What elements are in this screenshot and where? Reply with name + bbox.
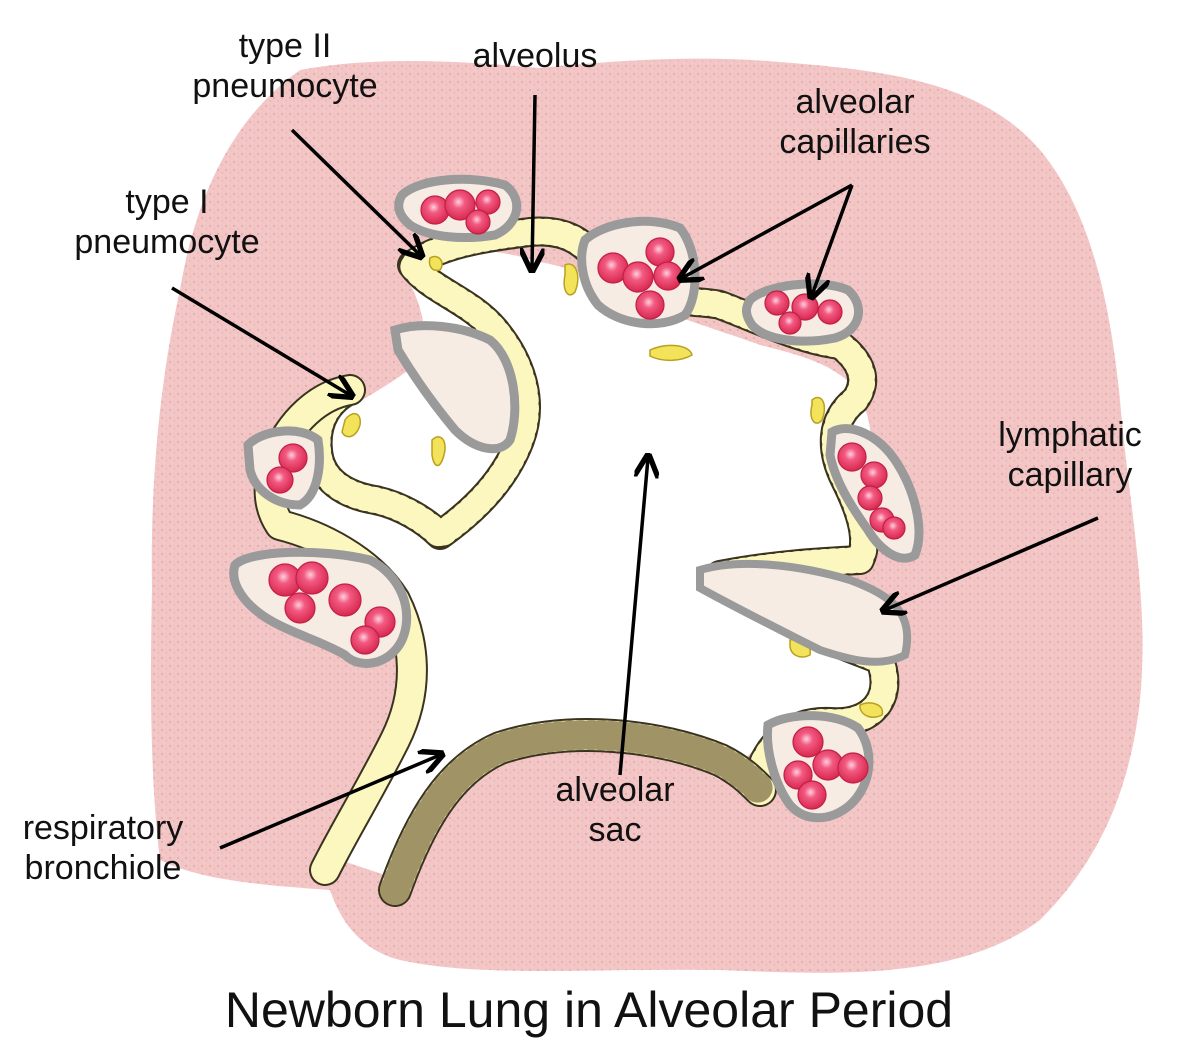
label-type-ii-line1: type II [238, 27, 332, 65]
arrow-alveolar-sac [618, 458, 648, 776]
arrow-type-ii [290, 128, 420, 255]
arrow-bronchiole [219, 755, 440, 850]
red-blood-cells [266, 189, 906, 810]
arrow-alveolus [532, 94, 535, 268]
label-lymphatic-line2: capillary [1007, 456, 1133, 494]
label-alveolar-sac-line2: sac [588, 811, 642, 849]
label-alveolus: alveolus [472, 37, 598, 75]
arrow-alveolar-capillaries-2 [812, 184, 854, 295]
lymphatic-capillary-vessel [696, 559, 912, 666]
label-alveolar-capillaries: alveolar capillaries [745, 82, 965, 162]
label-type-i-line1: type I [125, 183, 209, 221]
label-respiratory-bronchiole: respiratory bronchiole [0, 808, 206, 888]
alveolar-sac-lumen [270, 249, 881, 880]
diagram-title: Newborn Lung in Alveolar Period [224, 982, 954, 1038]
arrow-type-i [171, 286, 350, 395]
label-alveolar-capillaries-line1: alveolar [795, 83, 915, 121]
arrow-lymphatic [885, 516, 1099, 610]
label-alveolar-sac-line1: alveolar [555, 771, 675, 809]
label-alveolar-sac: alveolar sac [520, 770, 710, 850]
label-type-ii-line2: pneumocyte [192, 67, 378, 105]
label-lymphatic-capillary: lymphatic capillary [965, 415, 1175, 495]
label-type-i-line2: pneumocyte [74, 223, 260, 261]
pointer-arrows [171, 94, 1099, 850]
empty-capillaries [389, 321, 912, 666]
arrow-alveolar-capillaries-1 [682, 183, 853, 278]
label-respiratory-line1: respiratory [22, 809, 184, 847]
label-type-i-pneumocyte: type I pneumocyte [42, 182, 292, 262]
label-type-ii-pneumocyte: type II pneumocyte [160, 26, 410, 106]
label-alveolar-capillaries-line2: capillaries [779, 123, 931, 161]
label-lymphatic-line1: lymphatic [998, 416, 1142, 454]
label-respiratory-line2: bronchiole [24, 849, 182, 887]
type-ii-cells [341, 255, 884, 718]
